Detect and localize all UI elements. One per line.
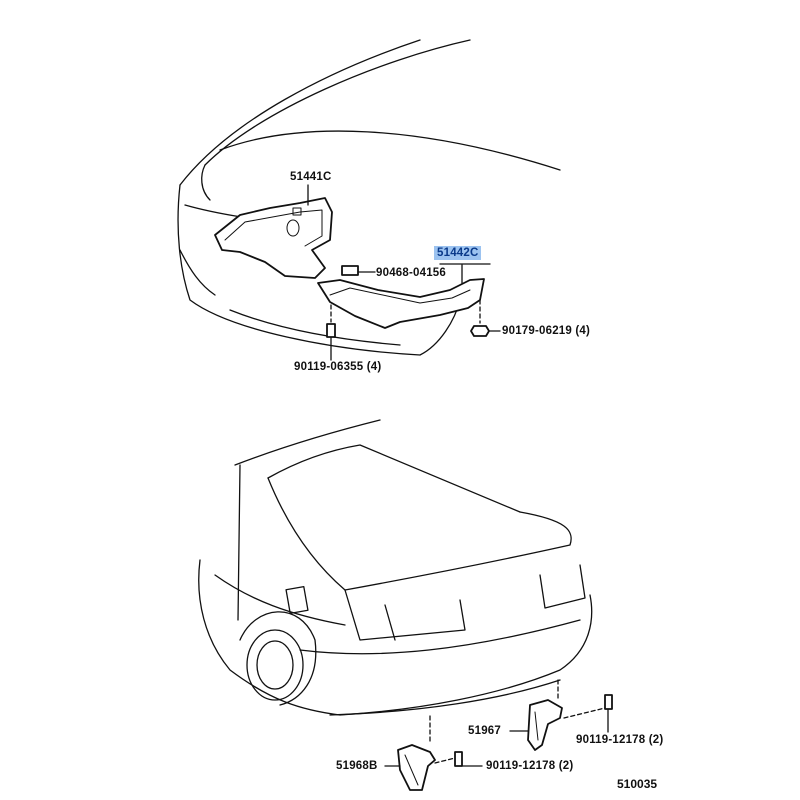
rear-car-outline [198,419,593,716]
figure-code: 510035 [617,777,658,791]
bolt-front [326,304,336,361]
bracket-rear-lh [384,715,483,791]
nut-front [470,299,501,337]
callout-90119-06355[interactable]: 90119-06355 (4) [294,361,382,373]
front-car-outline [177,39,561,356]
under-cover-lh [214,184,333,279]
callout-90119-12178-lh[interactable]: 90119-12178 (2) [486,760,574,772]
callout-51441c[interactable]: 51441C [290,171,332,183]
clip-nut [341,265,376,276]
callout-51442c-selected[interactable]: 51442C [434,246,482,260]
callout-51968b[interactable]: 51968B [336,760,378,772]
callout-90119-12178-rh[interactable]: 90119-12178 (2) [576,734,664,746]
bracket-rear-rh [509,679,613,751]
callout-90468-04156[interactable]: 90468-04156 [376,267,446,279]
callout-90179-06219[interactable]: 90179-06219 (4) [502,325,591,337]
callout-51967[interactable]: 51967 [468,725,501,737]
